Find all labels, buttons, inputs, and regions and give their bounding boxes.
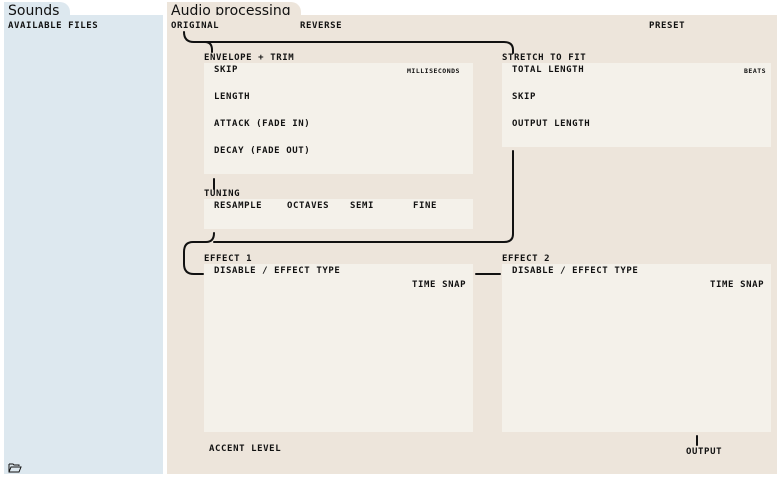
stretch-to-fit-title: STRETCH TO FIT	[502, 53, 587, 63]
stretch-total-length-label[interactable]: TOTAL LENGTH	[512, 65, 585, 75]
stretch-skip-label[interactable]: SKIP	[512, 92, 537, 102]
stretch-to-fit-box	[502, 63, 771, 147]
wire-to-envelope	[204, 41, 213, 53]
wire-tuning-to-effect1	[183, 232, 215, 275]
envelope-trim-title: ENVELOPE + TRIM	[204, 53, 295, 63]
folder-icon[interactable]	[8, 458, 22, 473]
effect-2-type-selector[interactable]: DISABLE / EFFECT TYPE	[512, 266, 639, 276]
tuning-semi-label[interactable]: SEMI	[350, 201, 375, 211]
effect-2-time-snap[interactable]: TIME SNAP	[710, 280, 765, 290]
envelope-unit-label[interactable]: MILLISECONDS	[407, 67, 460, 75]
stretch-output-length-label[interactable]: OUTPUT LENGTH	[512, 119, 591, 129]
wire-stretch-to-tuning	[213, 150, 514, 243]
effect-1-type-selector[interactable]: DISABLE / EFFECT TYPE	[214, 266, 341, 276]
tuning-octaves-label[interactable]: OCTAVES	[287, 201, 330, 211]
tuning-box	[204, 199, 473, 229]
envelope-decay-label[interactable]: DECAY (FADE OUT)	[214, 146, 311, 156]
wire-original-to-stretch	[183, 31, 514, 54]
envelope-length-label[interactable]: LENGTH	[214, 92, 251, 102]
stretch-unit-label[interactable]: BEATS	[744, 67, 767, 75]
tuning-title: TUNING	[204, 189, 241, 199]
original-button[interactable]: ORIGINAL	[171, 21, 220, 31]
effect-2-title: EFFECT 2	[502, 254, 551, 264]
output-label[interactable]: OUTPUT	[686, 447, 723, 457]
envelope-skip-label[interactable]: SKIP	[214, 65, 239, 75]
accent-level-label[interactable]: ACCENT LEVEL	[209, 444, 282, 454]
effect-1-box	[204, 264, 473, 432]
available-files-label: AVAILABLE FILES	[8, 21, 99, 31]
preset-button[interactable]: PRESET	[649, 21, 686, 31]
sounds-panel	[4, 15, 163, 474]
effect-2-box	[502, 264, 771, 432]
tuning-resample-label[interactable]: RESAMPLE	[214, 201, 263, 211]
effect-1-title: EFFECT 1	[204, 254, 253, 264]
effect-1-time-snap[interactable]: TIME SNAP	[412, 280, 467, 290]
tuning-fine-label[interactable]: FINE	[413, 201, 438, 211]
envelope-attack-label[interactable]: ATTACK (FADE IN)	[214, 119, 311, 129]
reverse-button[interactable]: REVERSE	[300, 21, 343, 31]
envelope-trim-box	[204, 63, 473, 174]
